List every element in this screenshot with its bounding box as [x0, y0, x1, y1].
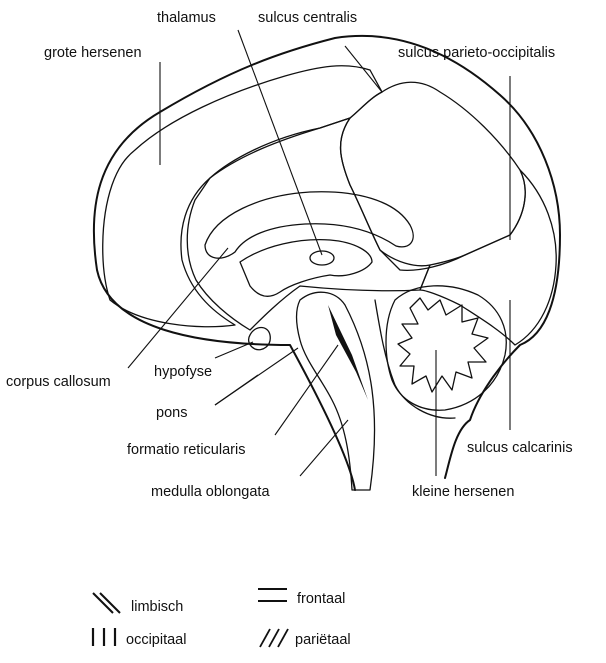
frontal-lobe: [103, 66, 382, 327]
label-sulcus-parieto-occipitalis: sulcus parieto-occipitalis: [398, 45, 555, 61]
leader-pons-2: [215, 375, 258, 405]
label-formatio-reticularis: formatio reticularis: [127, 442, 245, 458]
parietal-lobe: [341, 82, 526, 270]
legend-frontaal-swatch: [258, 589, 287, 601]
leader-thalamus: [238, 30, 322, 255]
legend-limbisch-label: limbisch: [131, 599, 183, 615]
brain-outline: [94, 36, 560, 490]
leader-hypofyse: [215, 342, 253, 358]
label-medulla-oblongata: medulla oblongata: [151, 484, 270, 500]
label-sulcus-calcarinis: sulcus calcarinis: [467, 440, 573, 456]
cerebellum-arbor: [398, 298, 488, 392]
label-sulcus-centralis: sulcus centralis: [258, 10, 357, 26]
thalamus-nucleus: [310, 251, 334, 265]
hypofyse-shape: [249, 328, 271, 350]
formatio-reticularis-shape: [328, 305, 368, 400]
label-hypofyse: hypofyse: [154, 364, 212, 380]
legend-limbisch-swatch: [93, 593, 120, 613]
label-kleine-hersenen: kleine hersenen: [412, 484, 514, 500]
legend-occipitaal-label: occipitaal: [126, 632, 186, 648]
legend-occipitaal-swatch: [93, 628, 115, 646]
leader-corpus-callosum: [128, 248, 228, 368]
leader-sulcus-centralis: [345, 46, 382, 92]
label-pons: pons: [156, 405, 187, 421]
legend-parietaal-label: pariëtaal: [295, 632, 351, 648]
thalamus-region: [240, 240, 372, 297]
legend-parietaal-swatch: [260, 629, 288, 647]
legend-frontaal-label: frontaal: [297, 591, 345, 607]
label-corpus-callosum: corpus callosum: [6, 374, 111, 390]
cerebellum-outline: [386, 286, 506, 410]
label-grote-hersenen: grote hersenen: [44, 45, 142, 61]
corpus-callosum-shape: [205, 192, 413, 258]
occipital-lobe: [420, 170, 556, 345]
legend: limbisch frontaal occipitaal pariëtaal: [93, 589, 351, 648]
label-thalamus: thalamus: [157, 10, 216, 26]
